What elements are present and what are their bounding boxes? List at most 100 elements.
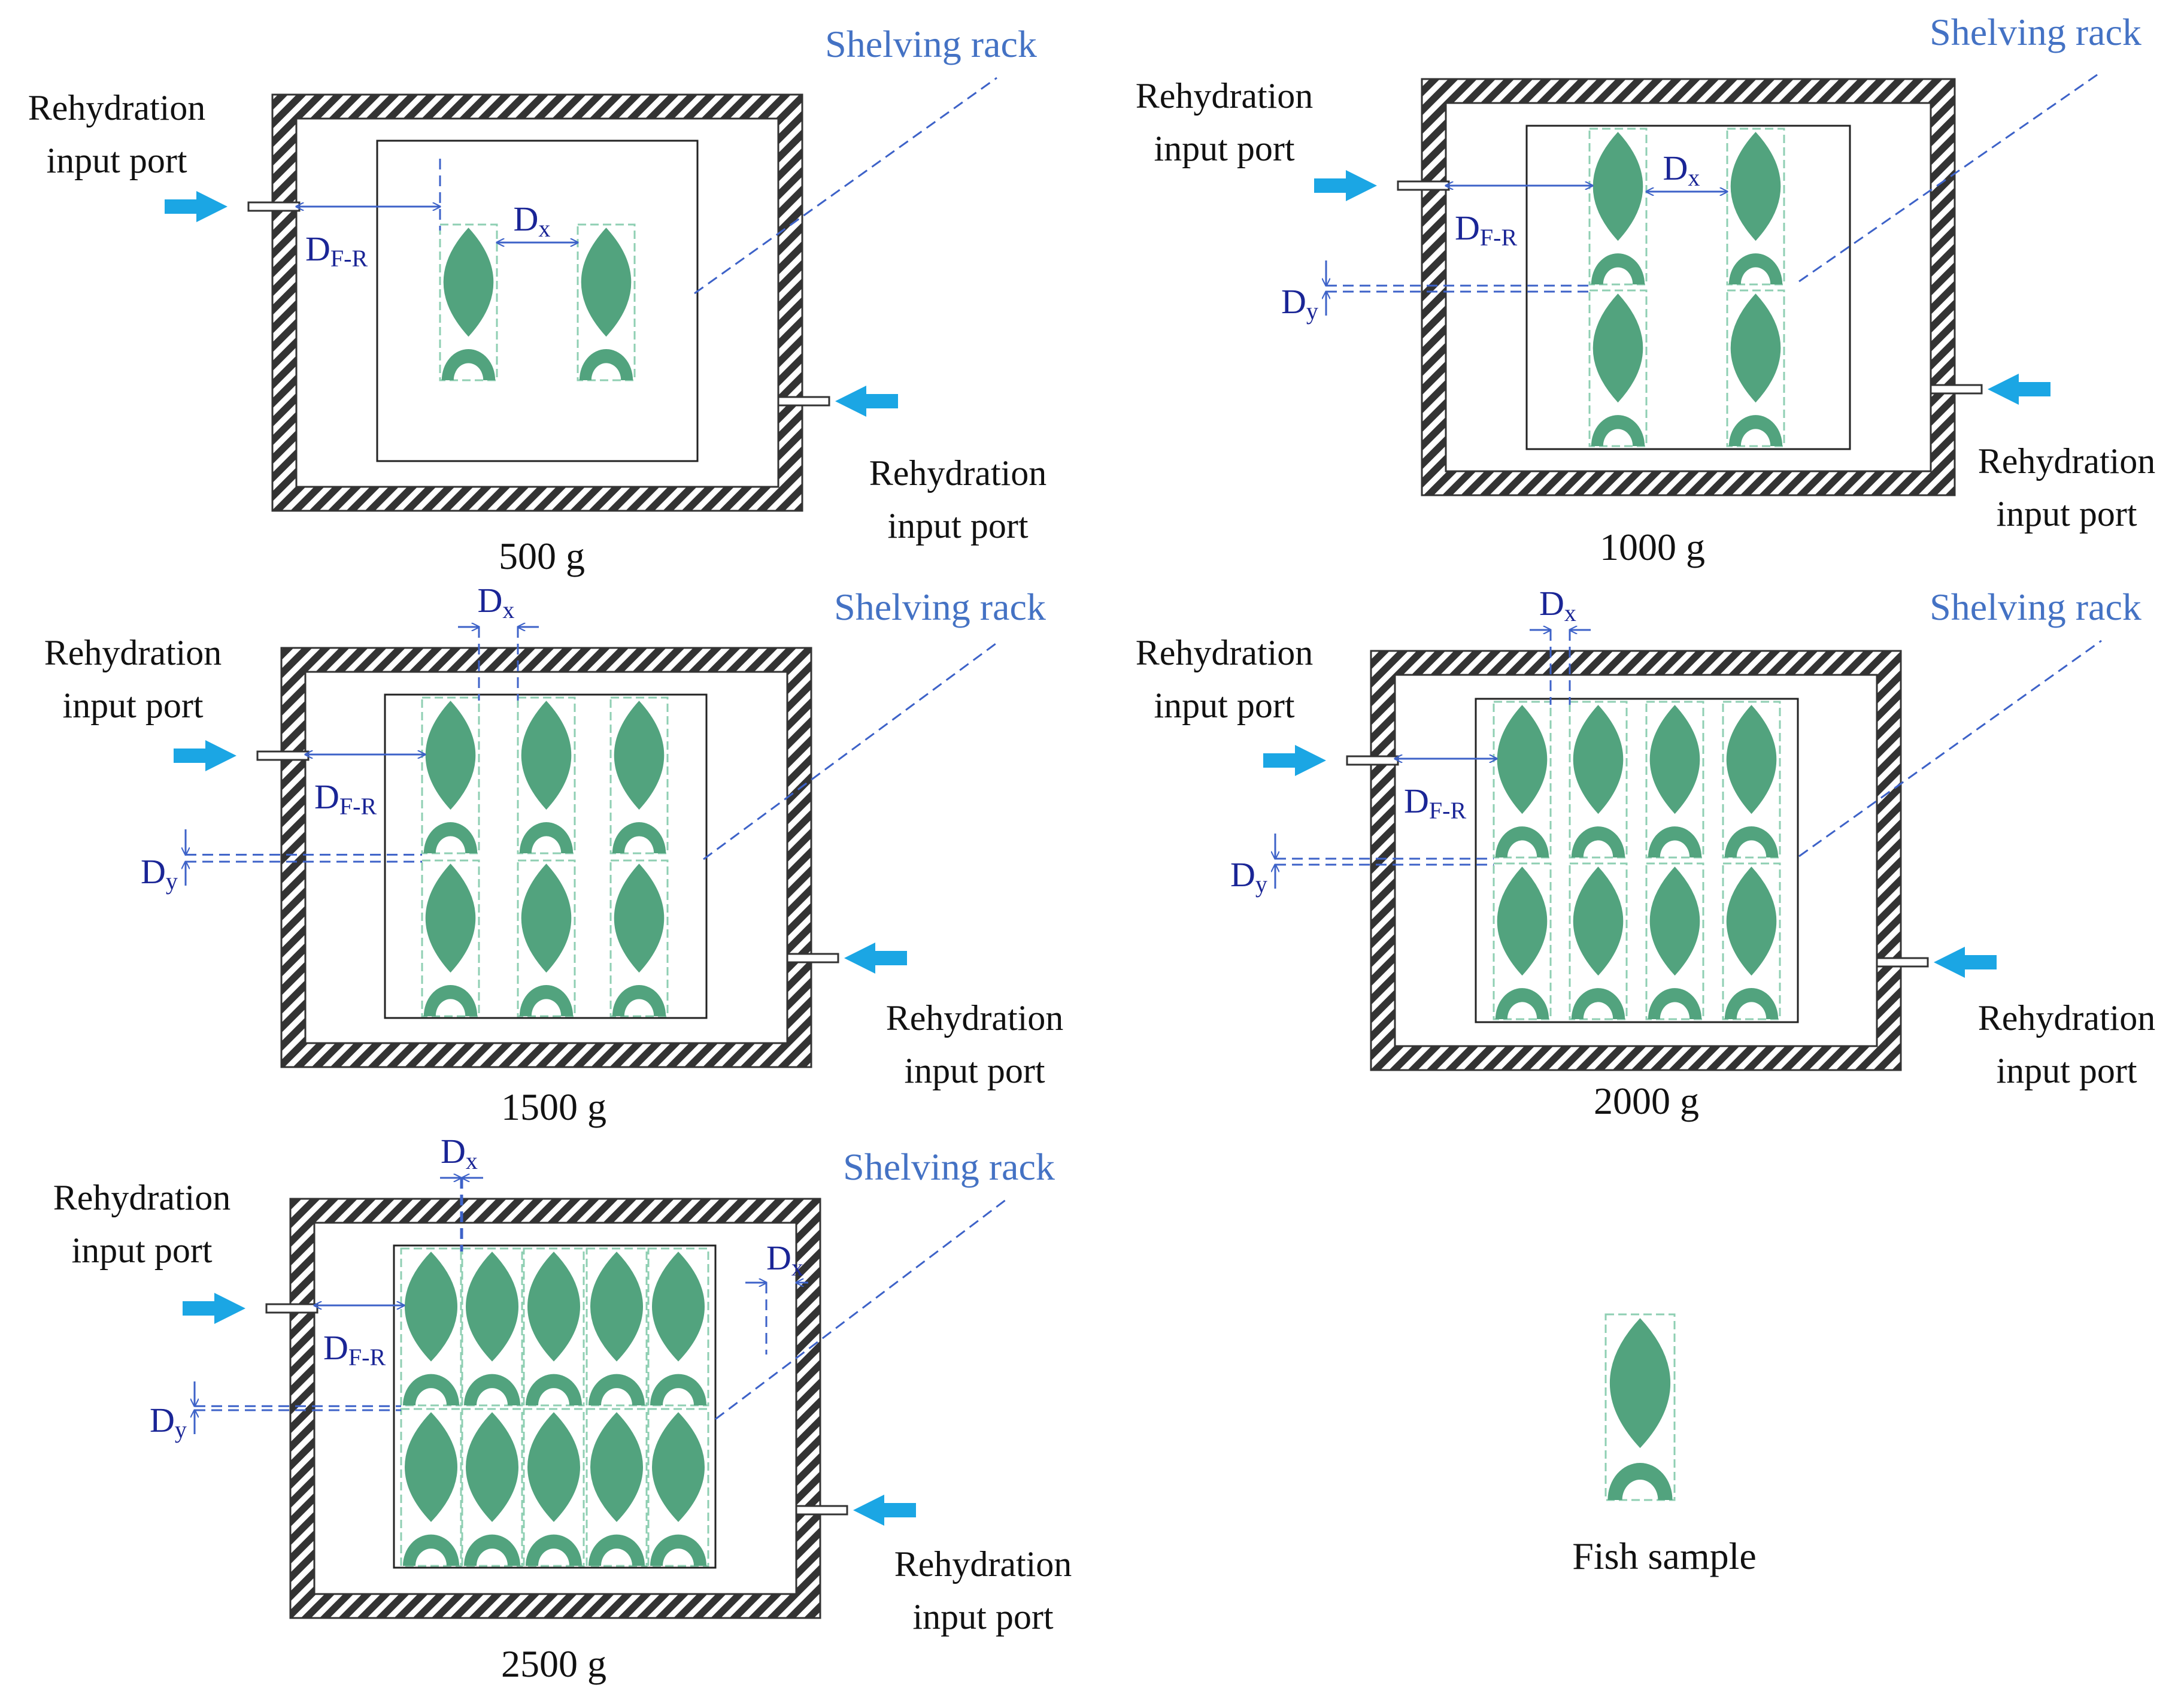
dfr-label: DF-R xyxy=(314,777,377,820)
fish-sample xyxy=(1645,862,1704,1020)
dfr-label: DF-R xyxy=(1404,781,1466,824)
fish-body xyxy=(1730,132,1781,241)
shelving-rack-label: Shelving rack xyxy=(834,586,1046,628)
fish-body xyxy=(1649,866,1700,976)
fish-sample xyxy=(647,1247,709,1407)
fish-body xyxy=(527,1412,580,1522)
fish-body xyxy=(1573,705,1624,814)
legend-label: Fish sample xyxy=(1572,1535,1757,1577)
fish-box xyxy=(1645,862,1704,1020)
port-label-line2: input port xyxy=(1154,686,1295,725)
fish-box xyxy=(1726,128,1785,286)
fish-sample xyxy=(421,859,480,1017)
fish-body xyxy=(527,1252,580,1362)
fish-box xyxy=(400,1408,462,1567)
fish-sample xyxy=(1588,289,1648,447)
dy-label: Dy xyxy=(1230,855,1267,898)
fish-box xyxy=(421,859,480,1017)
fish-tail xyxy=(1728,415,1783,446)
inlet-arrow-right xyxy=(1988,374,2050,405)
port-label-line2: input port xyxy=(1154,129,1295,168)
fish-body xyxy=(590,1412,643,1522)
fish-sample xyxy=(400,1247,462,1407)
fish-body xyxy=(1573,866,1624,976)
fish-tail xyxy=(589,1374,645,1405)
port-label-left: Rehydration input port xyxy=(53,1178,231,1270)
fish-tail xyxy=(612,985,666,1016)
dfr-label: DF-R xyxy=(305,229,368,272)
port-label-line2: input port xyxy=(72,1231,213,1270)
port-label-line1: Rehydration xyxy=(53,1178,231,1217)
shelving-rack-label: Shelving rack xyxy=(843,1146,1055,1188)
fish-sample xyxy=(400,1408,462,1567)
panel-caption: 1500 g xyxy=(501,1086,606,1128)
dx-label: Dx xyxy=(1663,149,1700,191)
fish-sample xyxy=(586,1408,648,1567)
port-label-line1: Rehydration xyxy=(1978,998,2156,1038)
fish-sample xyxy=(523,1408,585,1567)
fish-sample xyxy=(1726,289,1785,447)
fish-box xyxy=(439,223,498,381)
fish-box xyxy=(586,1247,648,1407)
dy-label: Dy xyxy=(150,1401,187,1443)
fish-body xyxy=(405,1252,457,1362)
panel-caption: 1000 g xyxy=(1600,526,1705,568)
port-label-line1: Rehydration xyxy=(886,998,1064,1038)
shelving-rack-label: Shelving rack xyxy=(1930,586,2141,628)
port-pipe xyxy=(786,953,839,963)
chamber-interior xyxy=(1445,102,1932,472)
fish-tail xyxy=(1591,415,1645,446)
fish-sample xyxy=(1493,862,1552,1020)
shelving-rack-label: Shelving rack xyxy=(825,23,1037,65)
fish-box xyxy=(647,1247,709,1407)
port-pipe xyxy=(1397,180,1450,191)
port-pipe xyxy=(795,1505,848,1516)
port-pipe xyxy=(247,201,301,212)
fish-box xyxy=(1493,862,1552,1020)
fish-body xyxy=(1609,1318,1671,1449)
port-label-line1: Rehydration xyxy=(44,633,222,672)
fish-body xyxy=(405,1412,457,1522)
inlet-arrow-left xyxy=(165,191,228,222)
inlet-arrow-right xyxy=(844,943,907,974)
chamber-interior xyxy=(1394,674,1878,1047)
fish-box xyxy=(1588,289,1648,447)
dx-label: Dx xyxy=(1539,584,1576,626)
fish-box xyxy=(647,1408,709,1567)
fish-tail xyxy=(1495,826,1549,857)
fish-sample xyxy=(1604,1313,1676,1501)
fish-body xyxy=(1730,293,1781,403)
fish-sample xyxy=(577,223,636,381)
fish-sample xyxy=(517,696,576,854)
fish-sample xyxy=(1569,701,1628,859)
port-label-line2: input port xyxy=(1997,1051,2137,1090)
dy-label: Dy xyxy=(1281,282,1318,325)
port-pipe xyxy=(1346,755,1399,766)
inlet-arrow-left xyxy=(183,1293,245,1324)
fish-tail xyxy=(526,1534,582,1566)
rack-leader-line xyxy=(1798,71,2102,283)
fish-body xyxy=(614,863,665,973)
fish-body xyxy=(1497,866,1548,976)
port-label-line1: Rehydration xyxy=(869,453,1047,493)
fish-tail xyxy=(612,822,666,853)
shelving-rack-label: Shelving rack xyxy=(1930,11,2141,53)
dx-label: Dx xyxy=(514,199,551,242)
fish-tail xyxy=(423,985,478,1016)
rack-leader-line xyxy=(694,77,997,295)
fish-box xyxy=(421,696,480,854)
fish-sample xyxy=(1588,128,1648,286)
fish-tail xyxy=(589,1534,645,1566)
fish-tail xyxy=(526,1374,582,1405)
fish-tail xyxy=(519,985,574,1016)
dx-label: Dx xyxy=(478,581,515,623)
fish-box xyxy=(523,1408,585,1567)
